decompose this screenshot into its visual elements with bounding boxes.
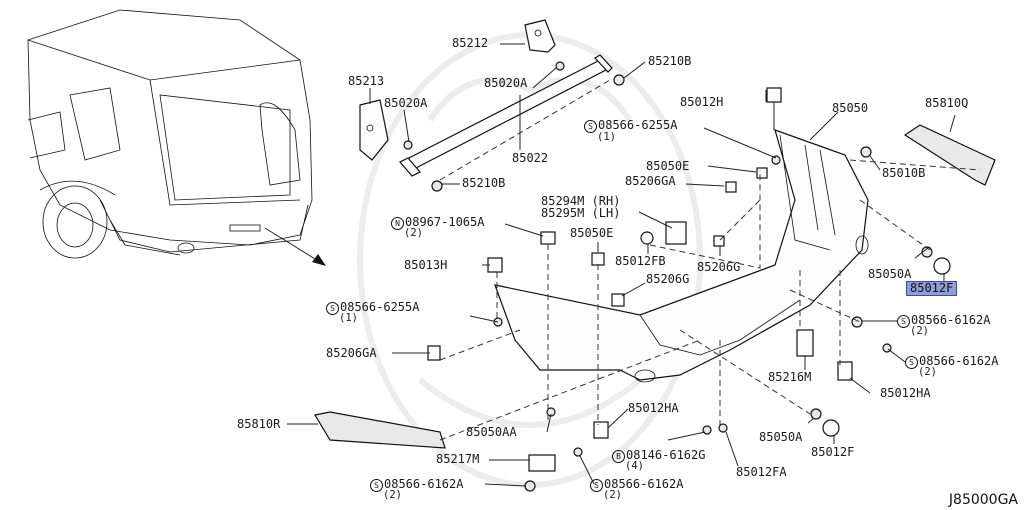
part-label-85012ha: 85012HA	[880, 386, 931, 400]
vehicle-rear-view	[27, 9, 313, 259]
part-label-85210b: 85210B	[648, 54, 692, 68]
screw-symbol: S	[370, 479, 383, 492]
part-label-85022: 85022	[512, 151, 549, 165]
part-number: 08566-6255A	[598, 118, 678, 132]
nut-symbol: N	[391, 217, 404, 230]
reflector-part	[314, 124, 996, 449]
quantity-label: (2)	[383, 489, 402, 501]
part-label-85012f: 85012F	[811, 445, 855, 459]
part-label-85050e: 85050E	[646, 159, 690, 173]
part-number: 08566-6162A	[384, 477, 464, 491]
quantity-label: (4)	[625, 460, 644, 472]
part-label-85013h: 85013H	[404, 258, 448, 272]
part-label-85294m: 85294M (RH)	[541, 194, 621, 208]
part-label-85206ga: 85206GA	[625, 174, 676, 188]
part-label-85206g: 85206G	[646, 272, 690, 286]
part-label-85020a: 85020A	[384, 96, 428, 110]
part-label-85050a: 85050A	[759, 430, 803, 444]
part-label-85212: 85212	[452, 36, 489, 50]
screw-symbol: S	[897, 315, 910, 328]
part-number: 08146-6162G	[626, 448, 706, 462]
part-number: 08566-6162A	[604, 477, 684, 491]
part-label-85206g: 85206G	[697, 260, 741, 274]
part-number: 08566-6162A	[919, 354, 999, 368]
part-label-85020a: 85020A	[484, 76, 528, 90]
part-label-85295m: 85295M (LH)	[541, 206, 621, 220]
part-label-85810r: 85810R	[237, 417, 281, 431]
screw-symbol: S	[905, 356, 918, 369]
selected-part-label-85012f[interactable]: 85012F	[906, 281, 958, 296]
part-label-85213: 85213	[348, 74, 385, 88]
part-label-85210b: 85210B	[462, 176, 506, 190]
part-number: 08967-1065A	[405, 215, 485, 229]
part-label-85810q: 85810Q	[925, 96, 969, 110]
reinforcement-beam	[399, 54, 613, 177]
part-label-85012h: 85012H	[680, 95, 724, 109]
assembly-lines	[439, 79, 981, 441]
quantity-label: (2)	[918, 366, 937, 378]
screw-symbol: S	[326, 302, 339, 315]
part-number: 08566-6255A	[340, 300, 420, 314]
part-label-85050a: 85050A	[868, 267, 912, 281]
arrow-icon	[264, 227, 326, 266]
part-label-85217m: 85217M	[436, 452, 480, 466]
part-label-85012ha: 85012HA	[628, 401, 679, 415]
bumper-fascia	[494, 129, 869, 383]
part-number: 08566-6162A	[911, 313, 991, 327]
part-label-85050: 85050	[832, 101, 869, 115]
part-label-85012fa: 85012FA	[736, 465, 787, 479]
part-label-85206ga: 85206GA	[326, 346, 377, 360]
bolt-symbol: B	[612, 450, 625, 463]
quantity-label: (2)	[603, 489, 622, 501]
part-label-85050e: 85050E	[570, 226, 614, 240]
part-label-85010b: 85010B	[882, 166, 926, 180]
quantity-label: (1)	[339, 312, 358, 324]
part-label-85050aa: 85050AA	[466, 425, 517, 439]
diagram-code: J85000GA	[948, 492, 1018, 508]
part-label-85216m: 85216M	[768, 370, 812, 384]
quantity-label: (2)	[404, 227, 423, 239]
bracket-part	[359, 99, 389, 161]
bracket-part	[524, 19, 556, 53]
quantity-label: (2)	[910, 325, 929, 337]
clip-icon	[427, 87, 951, 472]
quantity-label: (1)	[597, 131, 616, 143]
screw-symbol: S	[584, 120, 597, 133]
part-label-85012fb: 85012FB	[615, 254, 666, 268]
screw-symbol: S	[590, 479, 603, 492]
